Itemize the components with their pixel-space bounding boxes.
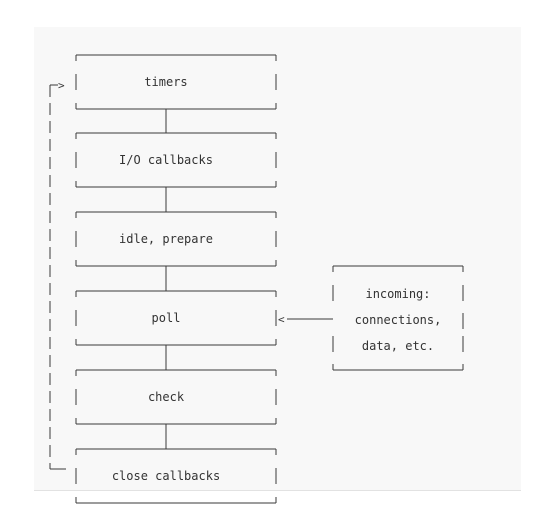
incoming-to-poll-arrow: <: [278, 313, 333, 326]
phase-box: check: [75, 369, 277, 449]
code-block-divider: [34, 490, 521, 491]
incoming-line-2: connections,: [355, 313, 442, 327]
incoming-box: incoming: connections, data, etc.: [332, 265, 464, 371]
incoming-line-3: data, etc.: [362, 339, 434, 353]
incoming-line-1: incoming:: [365, 287, 430, 301]
code-block-background: [34, 27, 521, 491]
phase-label: idle, prepare: [119, 232, 213, 246]
incoming-arrow-head-icon: <: [278, 313, 285, 326]
phase-box: poll: [75, 290, 277, 370]
phase-box: I/O callbacks: [75, 132, 277, 212]
phase-box: idle, prepare: [75, 211, 277, 291]
phase-label: check: [148, 390, 185, 404]
phase-label: close callbacks: [112, 469, 220, 483]
phase-box: close callbacks: [75, 448, 277, 504]
phase-label: I/O callbacks: [119, 153, 213, 167]
phase-label: poll: [152, 311, 181, 325]
loop-back-connector: >: [49, 79, 66, 470]
phase-label: timers: [144, 75, 187, 89]
phase-box: timers: [75, 54, 277, 133]
loop-back-arrow-icon: >: [58, 79, 65, 92]
